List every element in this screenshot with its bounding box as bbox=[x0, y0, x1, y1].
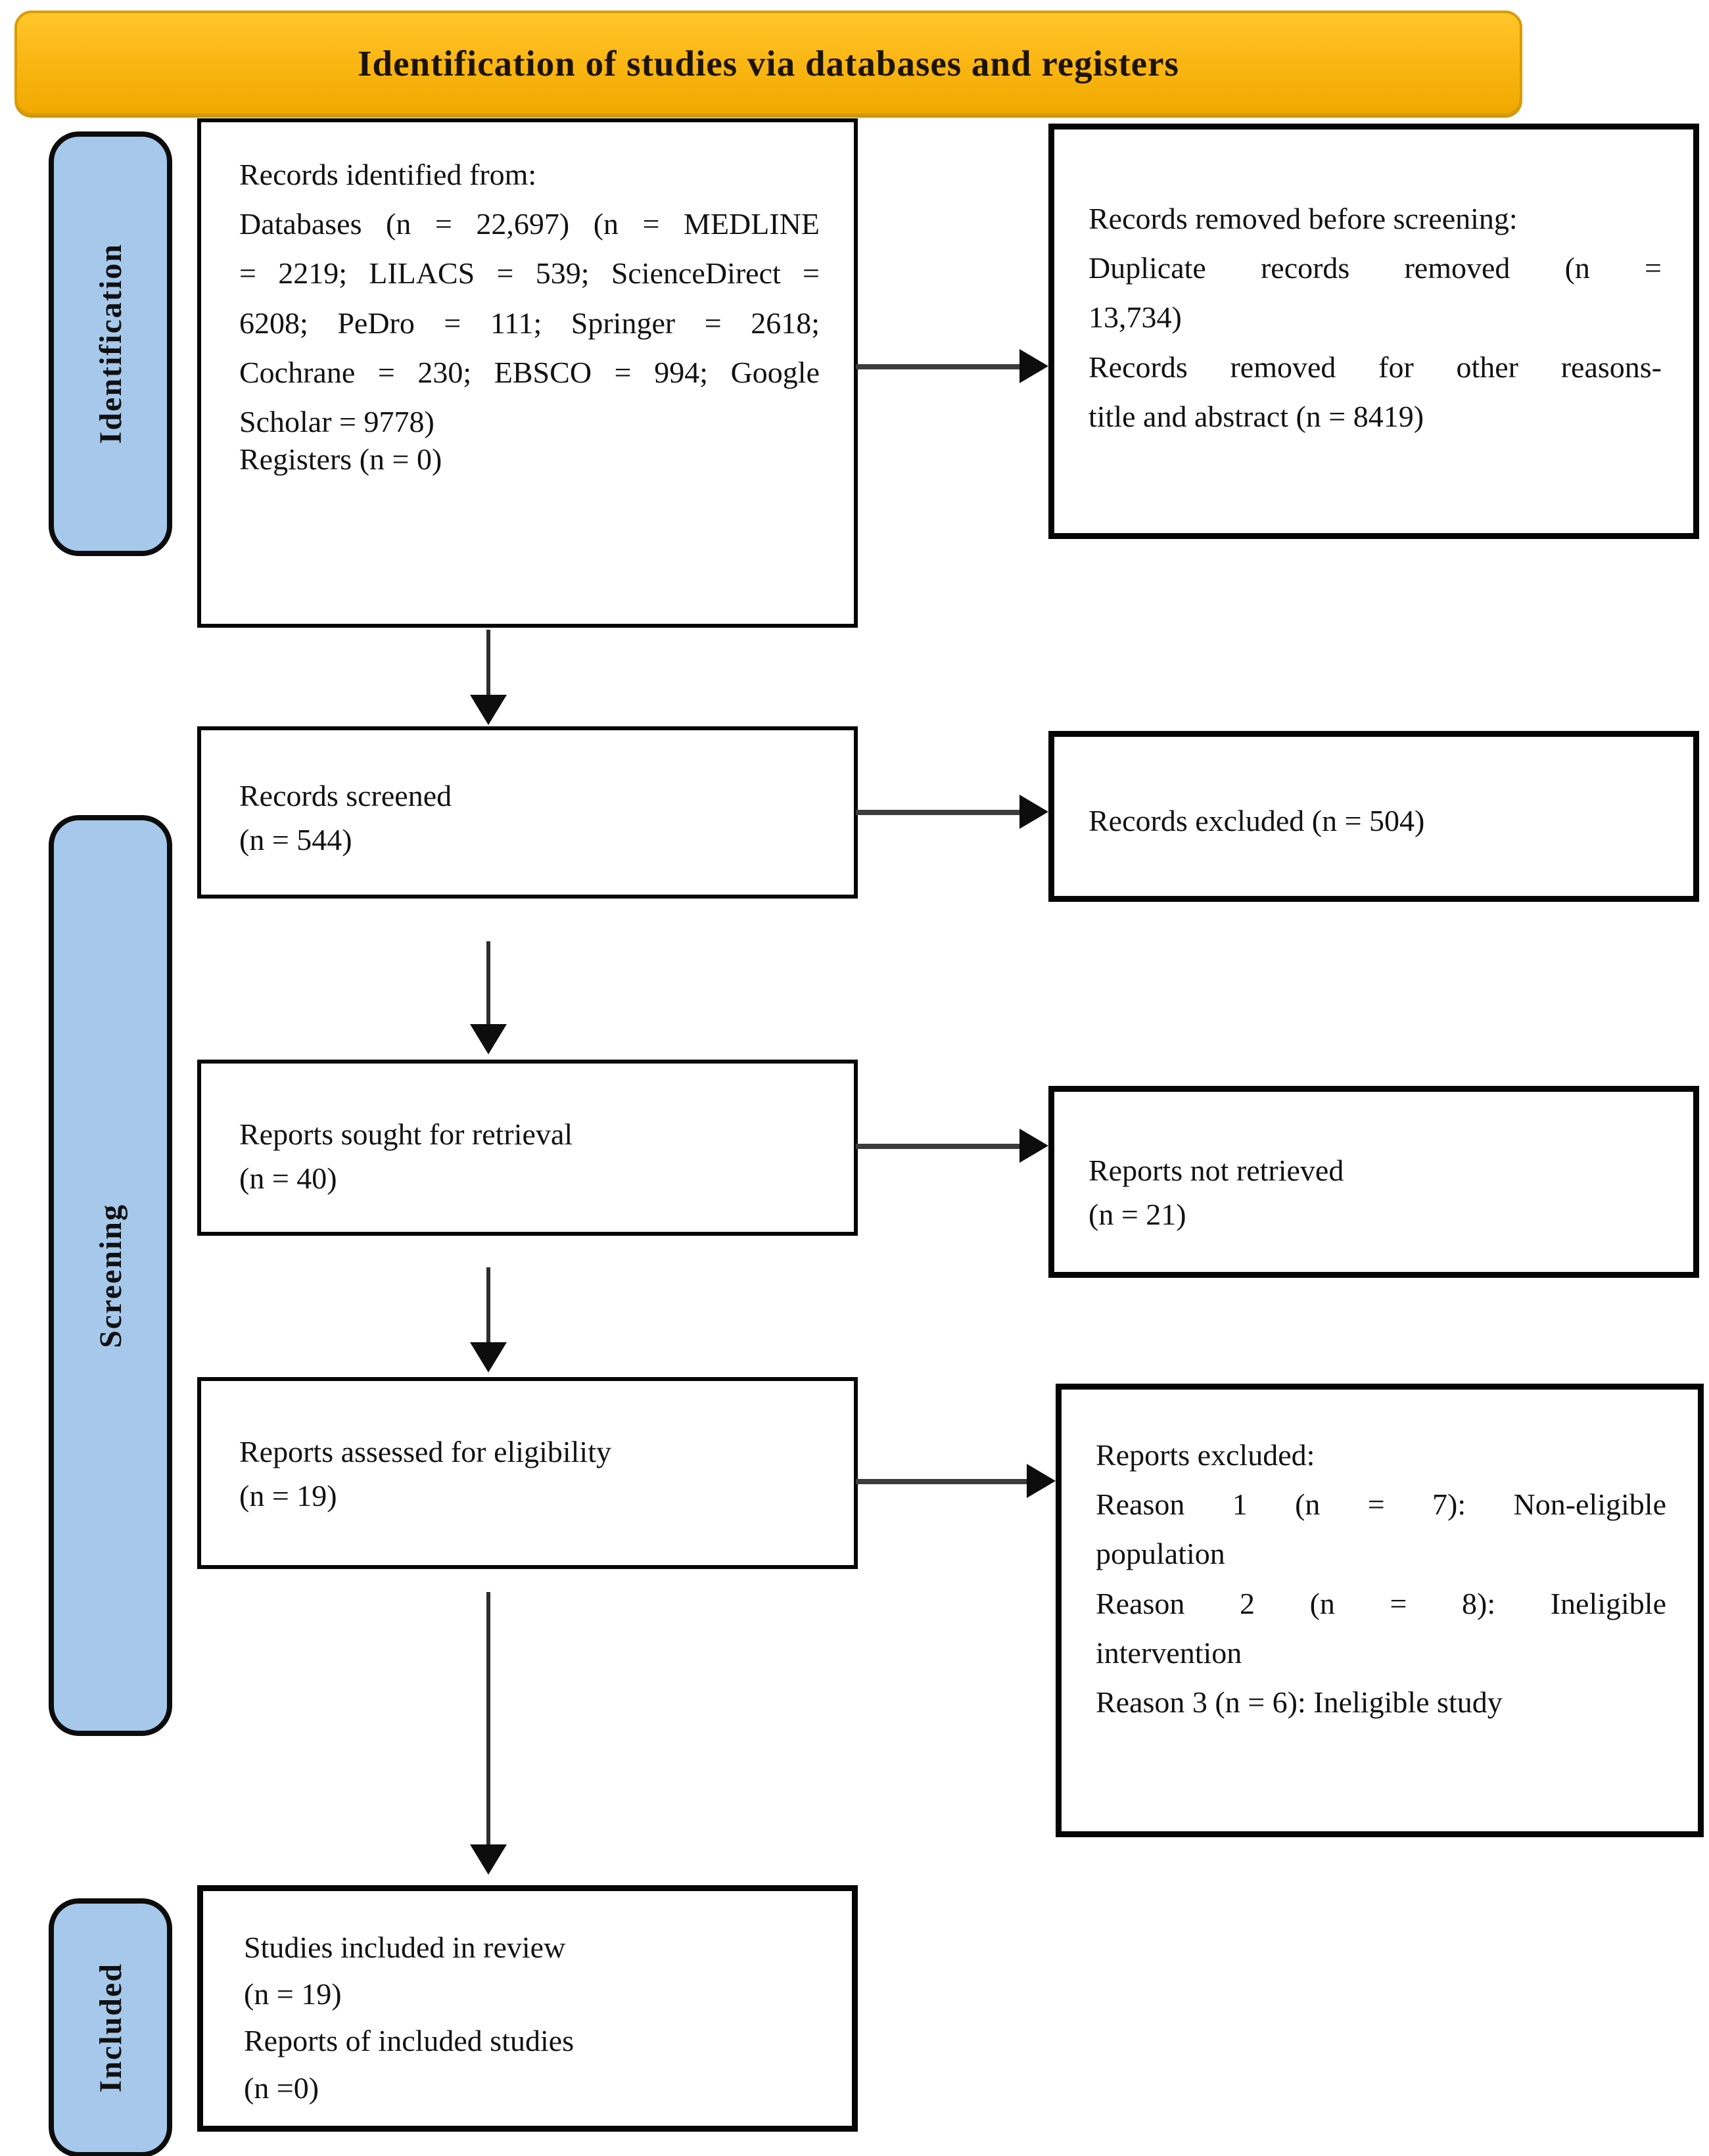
box-records-identified: Records identified from: Databases (n = … bbox=[197, 118, 858, 628]
stage-label-identification-text: Identification bbox=[93, 243, 128, 444]
text-line: 6208; PeDro = 111; Springer = 2618; bbox=[239, 306, 820, 340]
text-line: Duplicate records removed (n = bbox=[1089, 251, 1662, 285]
box-records-excluded: Records excluded (n = 504) bbox=[1048, 731, 1699, 902]
text-line: Reports sought for retrieval bbox=[239, 1117, 573, 1151]
text-line: (n = 19) bbox=[239, 1479, 337, 1513]
text-line: = 2219; LILACS = 539; ScienceDirect = bbox=[239, 256, 820, 291]
text-line: Cochrane = 230; EBSCO = 994; Google bbox=[239, 355, 820, 389]
arrow-shaft bbox=[856, 364, 1021, 369]
text-line: Registers (n = 0) bbox=[239, 442, 442, 477]
text-line: (n = 19) bbox=[244, 1977, 342, 2011]
banner: Identification of studies via databases … bbox=[14, 11, 1522, 116]
text-line: population bbox=[1096, 1537, 1225, 1571]
box-reports-excluded-reasons: Reports excluded: Reason 1 (n = 7): Non-… bbox=[1056, 1384, 1704, 1837]
arrow-shaft bbox=[486, 941, 490, 1024]
text-line: Scholar = 9778) bbox=[239, 404, 434, 438]
arrow-screened-to-excluded bbox=[856, 795, 1048, 829]
text-line: (n = 40) bbox=[239, 1161, 337, 1196]
text-line: Records excluded (n = 504) bbox=[1089, 804, 1425, 837]
text-line: Reports assessed for eligibility bbox=[239, 1435, 611, 1468]
text-line: Studies included in review bbox=[244, 1931, 566, 1964]
box-reports-not-retrieved: Reports not retrieved (n = 21) bbox=[1048, 1086, 1699, 1278]
text-line: title and abstract (n = 8419) bbox=[1089, 399, 1424, 433]
arrow-shaft bbox=[486, 1267, 490, 1342]
stage-label-included-text: Included bbox=[93, 1963, 128, 2093]
text-line: (n =0) bbox=[244, 2071, 319, 2105]
arrow-shaft bbox=[486, 1592, 490, 1844]
arrowhead-right-icon bbox=[1019, 795, 1048, 829]
banner-title: Identification of studies via databases … bbox=[358, 43, 1179, 83]
stage-label-screening-text: Screening bbox=[93, 1203, 128, 1348]
text-line: (n = 544) bbox=[239, 823, 352, 857]
arrow-shaft bbox=[856, 1479, 1028, 1484]
arrow-shaft bbox=[486, 630, 490, 695]
arrow-assessed-to-excluded bbox=[856, 1464, 1056, 1498]
text-line: 13,734) bbox=[1089, 300, 1182, 335]
arrow-screened-to-sought bbox=[469, 941, 507, 1054]
text-line: Databases (n = 22,697) (n = MEDLINE bbox=[239, 207, 820, 241]
text-line: Reason 2 (n = 8): Ineligible bbox=[1096, 1586, 1666, 1620]
box-studies-included: Studies included in review (n = 19) Repo… bbox=[197, 1885, 858, 2132]
arrow-shaft bbox=[856, 1144, 1021, 1149]
text-line: Reports excluded: bbox=[1096, 1438, 1315, 1472]
arrowhead-down-icon bbox=[470, 1342, 507, 1372]
arrow-identified-to-removed bbox=[856, 349, 1048, 383]
stage-label-included: Included bbox=[49, 1898, 172, 2156]
text-line: Reports not retrieved bbox=[1089, 1154, 1344, 1187]
arrow-shaft bbox=[856, 810, 1021, 815]
box-reports-sought: Reports sought for retrieval (n = 40) bbox=[197, 1060, 858, 1236]
arrow-sought-to-not-retrieved bbox=[856, 1129, 1048, 1163]
text-line: intervention bbox=[1096, 1635, 1242, 1670]
arrow-sought-to-assessed bbox=[469, 1267, 507, 1372]
box-reports-assessed: Reports assessed for eligibility (n = 19… bbox=[197, 1377, 858, 1569]
box-records-removed: Records removed before screening: Duplic… bbox=[1048, 124, 1699, 539]
text-line: Reason 3 (n = 6): Ineligible study bbox=[1096, 1685, 1503, 1719]
text-line: Records removed before screening: bbox=[1089, 202, 1518, 235]
text-line: Reason 1 (n = 7): Non-eligible bbox=[1096, 1488, 1666, 1522]
arrowhead-down-icon bbox=[470, 695, 507, 725]
arrowhead-right-icon bbox=[1019, 1129, 1048, 1163]
arrowhead-right-icon bbox=[1019, 349, 1048, 383]
stage-label-identification: Identification bbox=[49, 131, 172, 556]
arrowhead-down-icon bbox=[470, 1024, 507, 1054]
text-line: Records removed for other reasons- bbox=[1089, 350, 1662, 384]
stage-label-screening: Screening bbox=[49, 815, 172, 1736]
text-line: Records screened bbox=[239, 779, 452, 812]
text-line: Records identified from: bbox=[239, 158, 537, 191]
text-line: (n = 21) bbox=[1089, 1198, 1186, 1232]
arrowhead-down-icon bbox=[470, 1844, 507, 1875]
arrow-identified-to-screened bbox=[469, 630, 507, 725]
box-records-screened: Records screened (n = 544) bbox=[197, 726, 858, 899]
text-line: Reports of included studies bbox=[244, 2024, 574, 2058]
arrowhead-right-icon bbox=[1027, 1464, 1056, 1498]
arrow-assessed-to-included bbox=[469, 1592, 507, 1875]
